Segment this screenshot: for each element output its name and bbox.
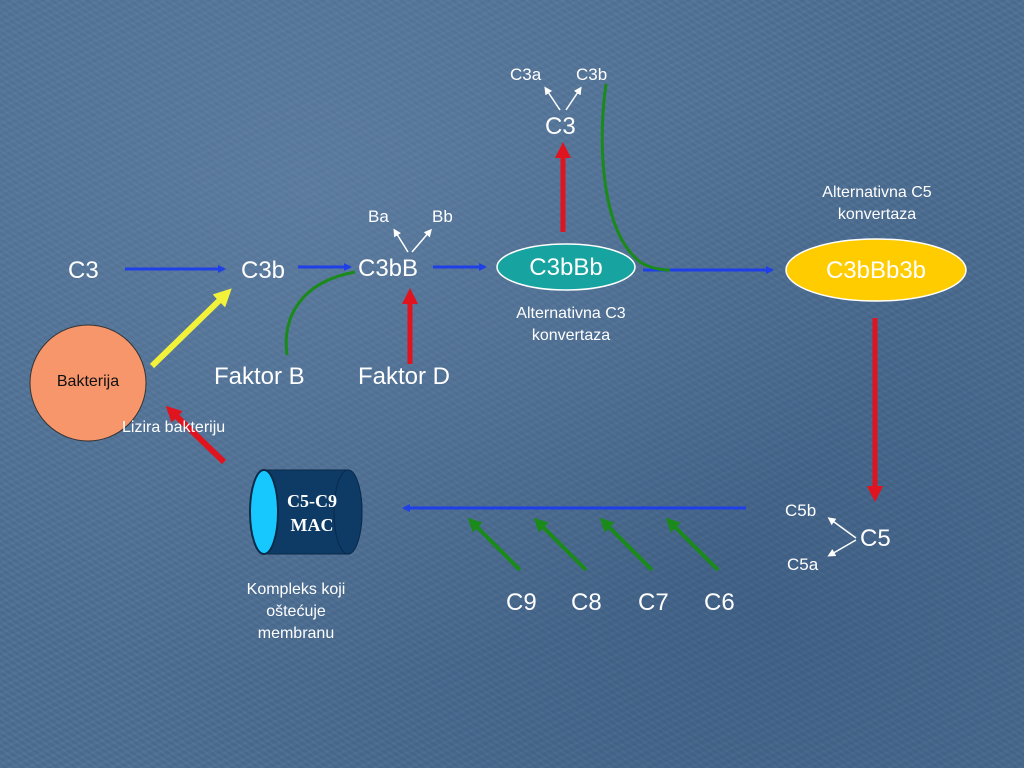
bakterija-label: Bakterija (56, 373, 120, 390)
arrow-c9 (467, 517, 522, 572)
c7-label: C7 (638, 589, 669, 616)
c3b-top-label: C3b (576, 65, 608, 84)
alt-c5-line1: Alternativna C5 (822, 184, 932, 201)
faktor-b-label: Faktor B (214, 363, 305, 390)
mac-cylinder-icon (249, 469, 363, 555)
alt-c3-line2: konvertaza (531, 327, 611, 344)
curve-faktor-b (284, 270, 356, 356)
curve-c3b-to-c5-convertase (600, 83, 671, 272)
mac-label-line2: MAC (290, 515, 334, 535)
alt-c5-convertase-label: Alternativna C5 konvertaza (792, 182, 962, 226)
c6-label: C6 (704, 589, 735, 616)
c8-label: C8 (571, 589, 602, 616)
alt-c3-convertase-label: Alternativna C3 konvertaza (486, 303, 656, 347)
c3bbb-node (496, 243, 636, 291)
bakterija-node (29, 324, 147, 442)
arrow-mac-to-bakterija (165, 405, 227, 465)
cleavage-c5-icon (827, 517, 857, 557)
kompleks-line2: oštećuje (266, 603, 326, 620)
arrow-c6 (665, 517, 720, 572)
mac-label: C5-C9 MAC (278, 489, 346, 537)
c3-left-label: C3 (68, 257, 99, 284)
c3bbb-label: C3bBb (529, 254, 603, 281)
c3-top-label: C3 (545, 113, 576, 140)
cleavage-c3-icon (544, 86, 582, 111)
kompleks-label: Kompleks koji oštećuje membranu (216, 579, 376, 645)
lizira-label: Lizira bakteriju (122, 419, 226, 436)
c3bb-label: C3bB (358, 255, 419, 282)
kompleks-line3: membranu (257, 625, 335, 642)
bb-label: Bb (432, 207, 453, 226)
arrow-c8 (533, 517, 588, 572)
kompleks-line1: Kompleks koji (246, 581, 346, 598)
mac-label-line1: C5-C9 (287, 491, 337, 511)
arrow-c7 (599, 517, 654, 572)
c3a-label: C3a (510, 65, 542, 84)
c3b-label: C3b (241, 257, 286, 284)
alt-c5-line2: konvertaza (837, 206, 917, 223)
c5-label: C5 (860, 525, 891, 552)
cleavage-b-icon (393, 228, 432, 253)
arrow-bakterija-to-c3b (149, 288, 232, 369)
c5a-label: C5a (787, 555, 819, 574)
alt-c3-line1: Alternativna C3 (516, 305, 626, 322)
c3bbb3b-label: C3bBb3b (825, 257, 927, 284)
c5b-label: C5b (785, 501, 817, 520)
faktor-d-label: Faktor D (358, 363, 451, 390)
ba-label: Ba (368, 207, 389, 226)
c9-label: C9 (506, 589, 537, 616)
c3bbb3b-node (785, 238, 967, 302)
